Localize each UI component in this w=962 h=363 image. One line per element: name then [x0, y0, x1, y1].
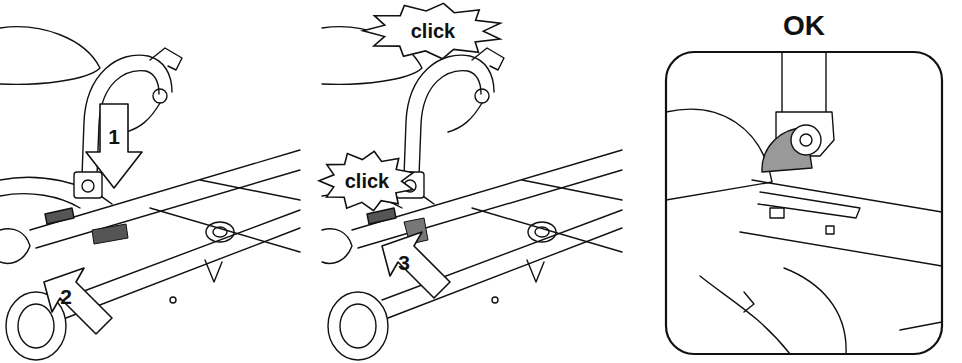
- inset-border: [666, 52, 942, 354]
- release-button: [92, 224, 128, 244]
- push-arrow: [382, 232, 450, 298]
- sound-word: click: [345, 171, 389, 191]
- rounded-panel-outline: [664, 6, 944, 356]
- starburst-shape: [363, 3, 500, 58]
- detail-view: [666, 52, 942, 354]
- callout-number: 3: [398, 252, 410, 273]
- stroller-frame: [0, 27, 300, 360]
- panel-heading: OK: [783, 12, 825, 40]
- callout-number: 2: [60, 286, 72, 307]
- sound-word: click: [411, 21, 455, 41]
- click-burst: click: [318, 150, 416, 212]
- push-arrow: [44, 268, 112, 334]
- ok-inset-panel: OK: [664, 6, 944, 356]
- press-arrow: [86, 104, 142, 188]
- callout-number: 1: [108, 126, 120, 147]
- click-burst: click: [362, 2, 504, 60]
- starburst-shape: [319, 151, 413, 210]
